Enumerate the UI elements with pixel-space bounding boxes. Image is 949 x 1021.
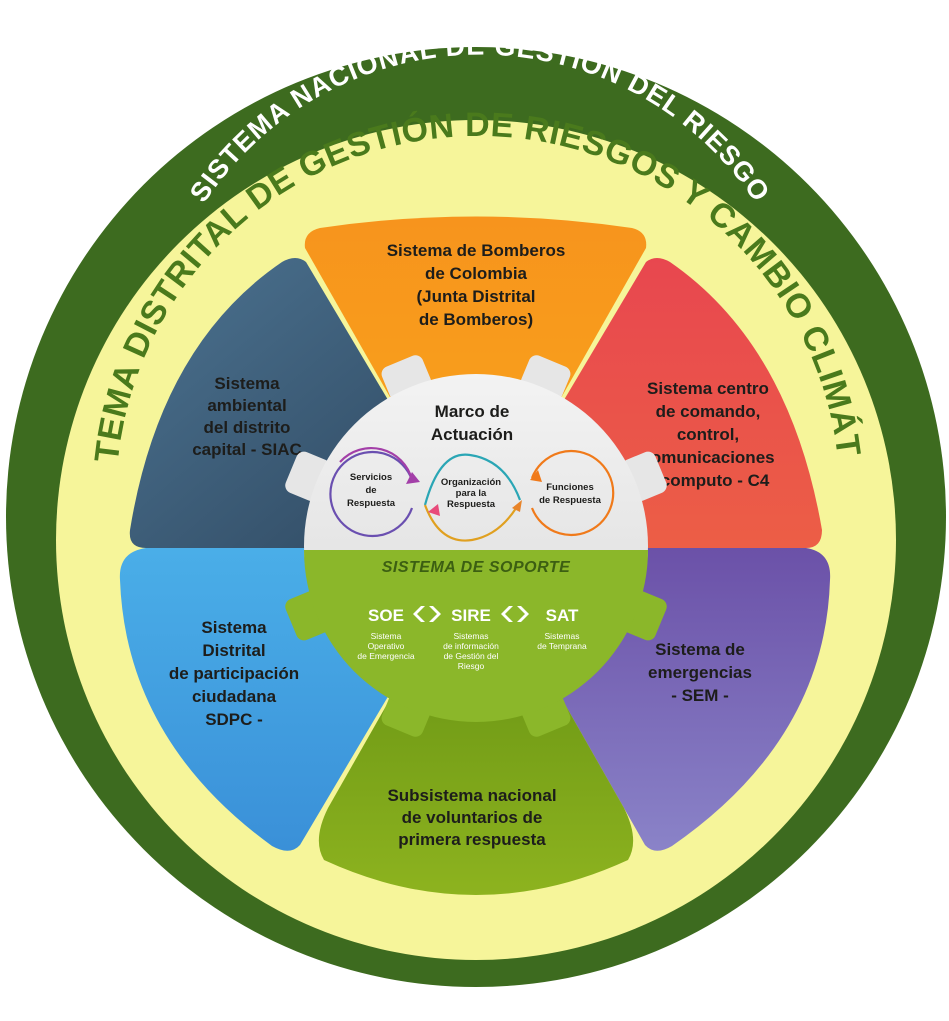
loop-label-1: para la [456, 488, 487, 499]
support-item-sat-desc: Sistemas [545, 631, 580, 641]
support-item-sire-desc: Riesgo [458, 661, 485, 671]
support-item-sire-desc: de Gestión del [444, 651, 499, 661]
segment-bomberos-label: Sistema de Bomberos [387, 241, 566, 260]
loop-label-0: Respuesta [347, 498, 396, 509]
segment-c4-label: control, [677, 425, 739, 444]
segment-voluntarios-label: primera respuesta [398, 830, 546, 849]
loop-label-1: Organización [441, 477, 501, 488]
hub-gear [285, 355, 667, 737]
support-item-sire-desc: de información [443, 641, 499, 651]
support-item-soe-desc: Sistema [371, 631, 402, 641]
segment-voluntarios-label: de voluntarios de [402, 808, 543, 827]
loop-label-0: de [365, 485, 376, 496]
segment-siac-label: del distrito [204, 418, 291, 437]
hub-title-line-2: Actuación [431, 425, 513, 444]
hub-title-line-1: Marco de [435, 402, 510, 421]
loop-arrows [406, 470, 542, 516]
support-item-soe: SOE [368, 606, 404, 625]
segment-siac-label: ambiental [207, 396, 286, 415]
segment-sdpc-label: Distrital [202, 641, 265, 660]
loop-label-2: de Respuesta [539, 495, 601, 506]
segment-sem-label: emergencias [648, 663, 752, 682]
loop-label-1: Respuesta [447, 499, 496, 510]
segment-c4-label: comunicaciones [641, 448, 774, 467]
segment-sem-label: Sistema de [655, 640, 745, 659]
loop-label-2: Funciones [546, 482, 594, 493]
segment-c4-label: y computo - C4 [647, 471, 770, 490]
segment-sdpc-label: ciudadana [192, 687, 277, 706]
segment-sdpc-label: de participación [169, 664, 299, 683]
segment-c4-label: Sistema centro [647, 379, 769, 398]
support-item-sire-desc: Sistemas [454, 631, 489, 641]
support-title-band [308, 552, 644, 580]
segment-siac-label: capital - SIAC [192, 440, 302, 459]
segment-siac-label: Sistema [214, 374, 280, 393]
loop-label-0: Servicios [350, 472, 392, 483]
support-title: SISTEMA DE SOPORTE [382, 559, 571, 576]
response-loops [329, 447, 615, 542]
support-item-soe-desc: Operativo [368, 641, 405, 651]
support-item-sat: SAT [546, 606, 579, 625]
support-panel [304, 550, 648, 722]
support-item-sire: SIRE [451, 606, 491, 625]
support-item-sat-desc: de Temprana [537, 641, 587, 651]
support-item-soe-desc: de Emergencia [357, 651, 414, 661]
segment-voluntarios-label: Subsistema nacional [387, 786, 556, 805]
segment-bomberos-label: de Colombia [425, 264, 528, 283]
segment-sem-label: - SEM - [671, 686, 729, 705]
segment-sdpc-label: SDPC - [205, 710, 263, 729]
segment-bomberos-label: de Bomberos) [419, 310, 533, 329]
support-chevrons [413, 606, 529, 622]
segment-sdpc-label: Sistema [201, 618, 267, 637]
segment-bomberos-label: (Junta Distrital [416, 287, 535, 306]
segment-c4-label: de comando, [656, 402, 761, 421]
